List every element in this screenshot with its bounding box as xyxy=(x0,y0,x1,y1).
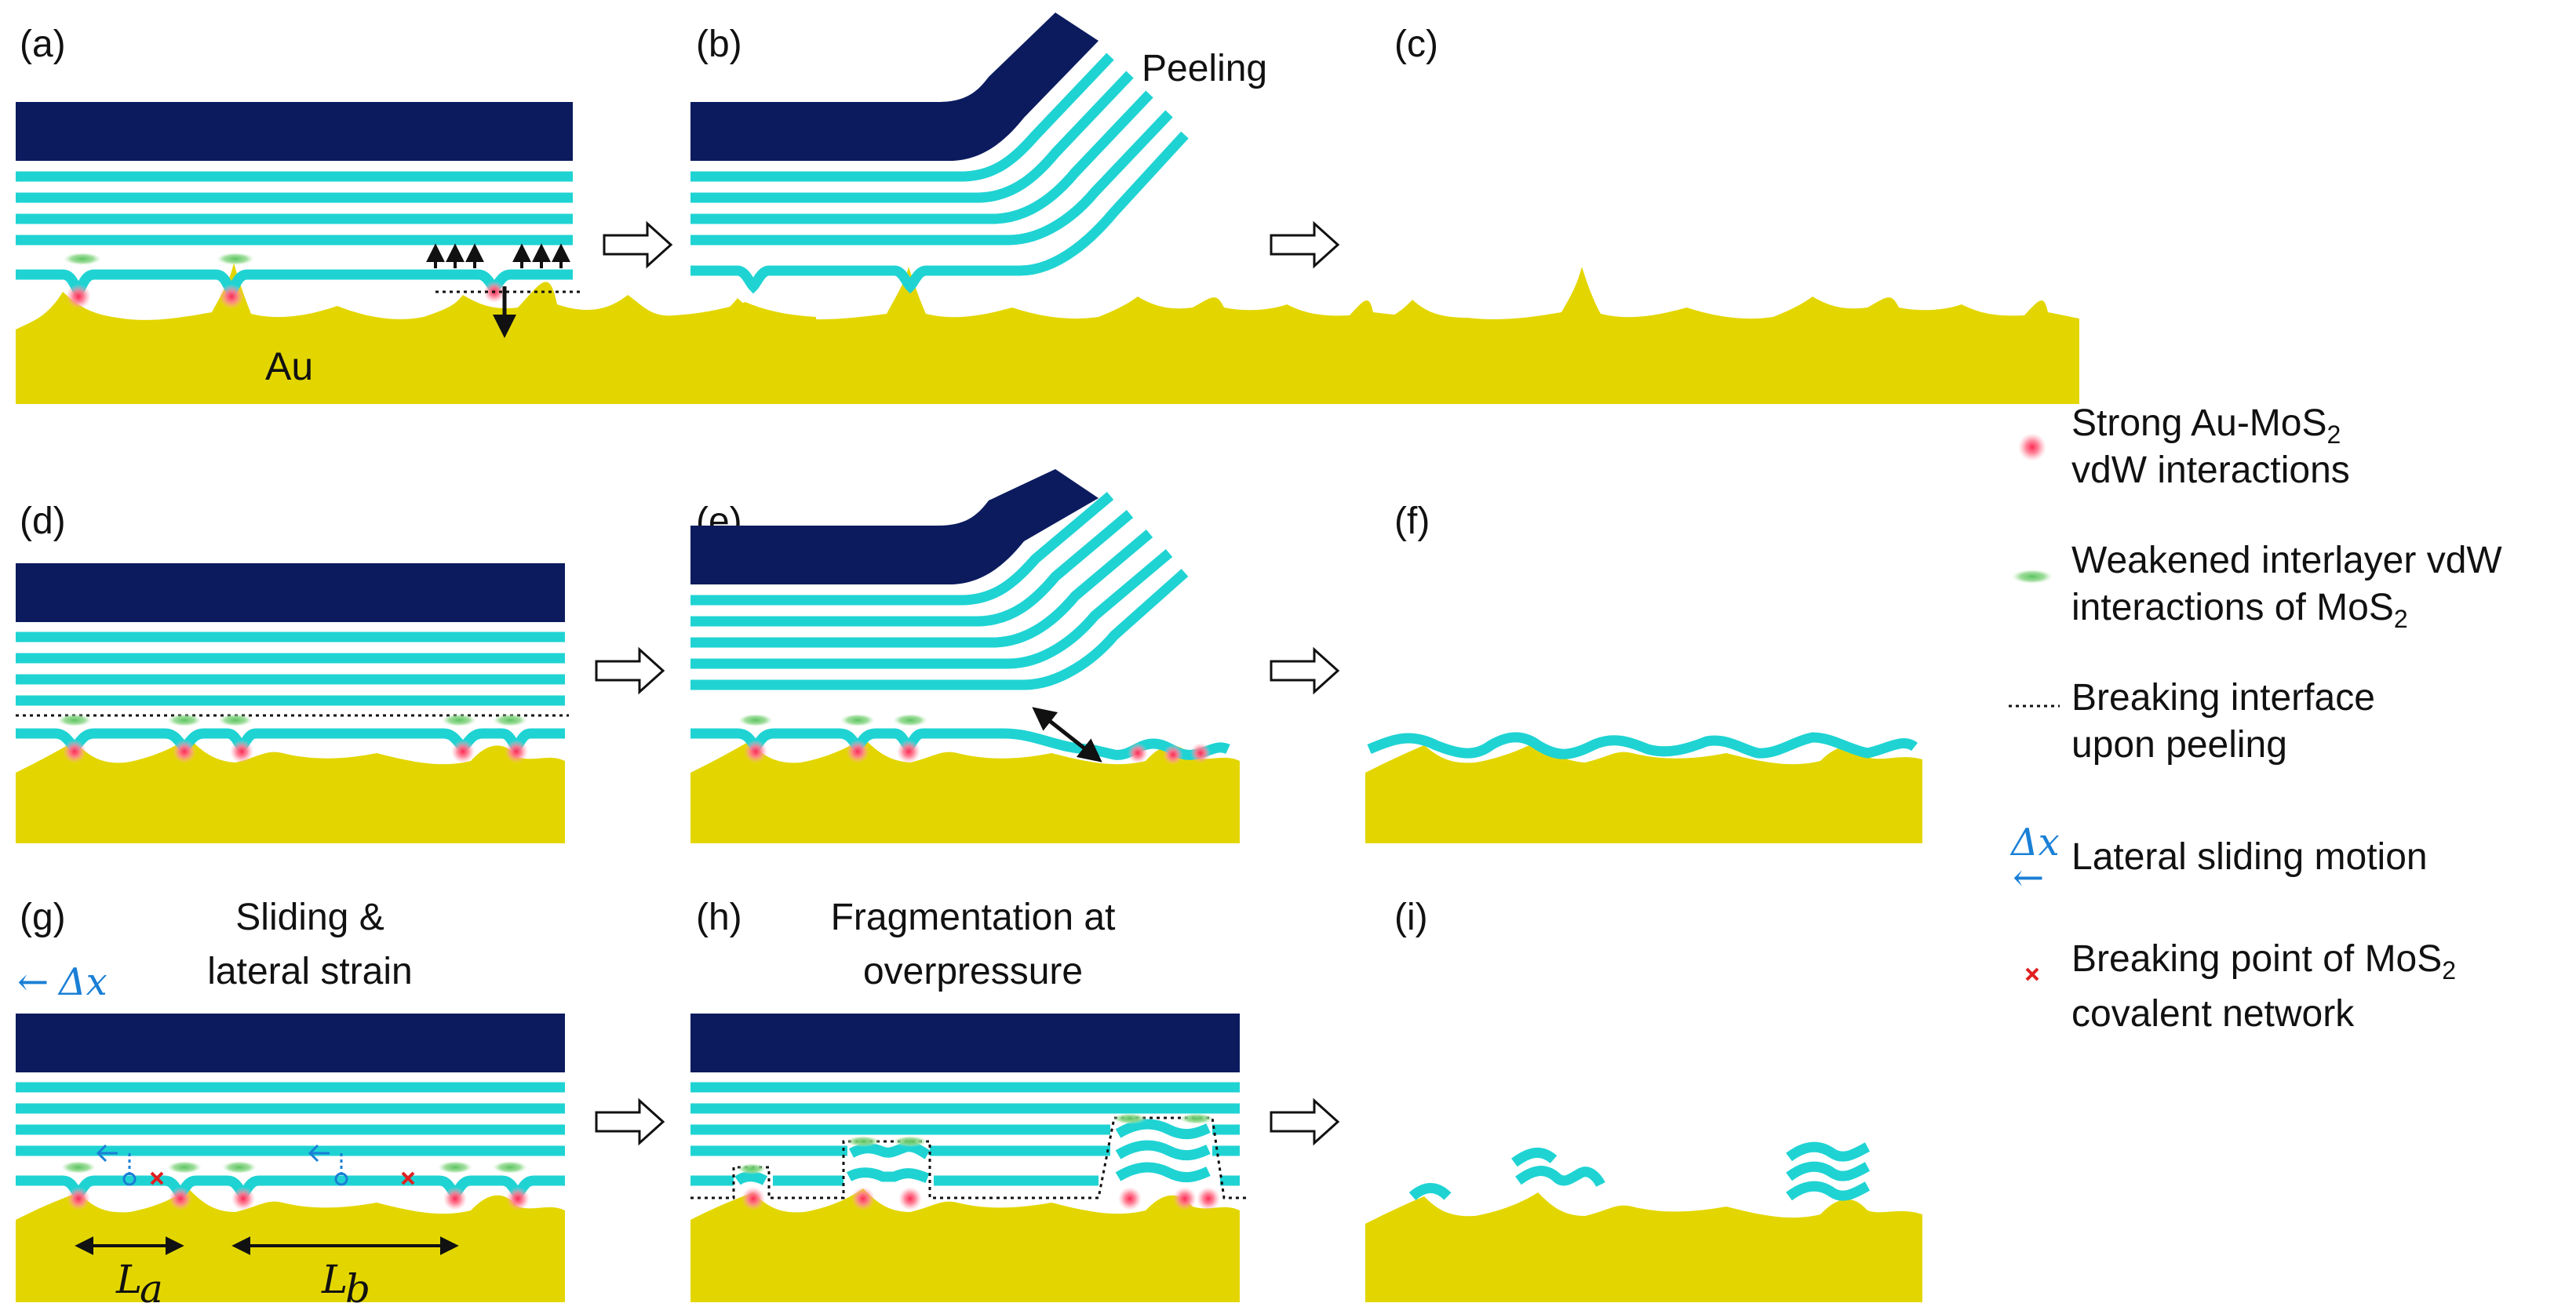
step-arrow-bc xyxy=(1270,220,1340,269)
breaking-points xyxy=(150,1171,415,1185)
svg-text:Breaking point of MoS2: Breaking point of MoS2 xyxy=(2071,938,2456,985)
substrate-block xyxy=(16,563,565,622)
svg-text:interactions of MoS2: interactions of MoS2 xyxy=(2071,587,2408,633)
strong-interaction-points xyxy=(63,740,528,763)
panel-label-c: (c) xyxy=(1394,24,1438,65)
svg-text:←: ← xyxy=(2013,856,2044,900)
svg-text:b: b xyxy=(345,1266,370,1312)
gold-label: Au xyxy=(265,344,313,388)
panel-c: (c) xyxy=(1361,24,2079,404)
substrate-block-peeled xyxy=(690,13,1099,161)
mos2-monolayer xyxy=(1367,732,1918,759)
length-label-La: L a xyxy=(115,1257,163,1312)
separation-arrow xyxy=(1032,707,1102,763)
sliding-motion-icon: Δx ← xyxy=(2009,821,2060,900)
svg-text:a: a xyxy=(140,1266,163,1312)
upward-force-arrows xyxy=(426,243,570,268)
length-label-Lb: L b xyxy=(321,1257,370,1312)
gold-substrate xyxy=(1365,1192,1922,1302)
weakened-interaction-marks xyxy=(61,1161,527,1174)
weakened-interaction-marks xyxy=(57,714,527,726)
panel-label-d: (d) xyxy=(20,500,66,542)
panel-label-g: (g) xyxy=(20,897,66,938)
svg-text:L: L xyxy=(115,1257,142,1302)
gold-substrate xyxy=(690,1188,1240,1302)
svg-text:Δx: Δx xyxy=(2009,821,2060,864)
panel-h: (h) Fragmentation at overpressure xyxy=(690,897,1248,1302)
mos2-stack-peeled xyxy=(690,53,1189,294)
svg-text:upon peeling: upon peeling xyxy=(2071,724,2287,766)
legend-item-breaking-interface: Breaking interface upon peeling xyxy=(2009,677,2375,766)
weakened-interaction-icon xyxy=(2012,570,2053,584)
gold-substrate xyxy=(16,263,816,404)
gold-substrate xyxy=(1365,741,1922,843)
panel-label-b: (b) xyxy=(696,24,742,65)
weakened-interaction-marks xyxy=(738,714,927,726)
panel-e: (e) xyxy=(690,469,1240,843)
mos2-stack xyxy=(16,632,565,754)
strong-interaction-icon xyxy=(2018,433,2046,461)
sliding-indicator: ← Δx xyxy=(17,960,107,1004)
weakened-interaction-marks xyxy=(738,1113,1214,1174)
mos2-stack xyxy=(690,1082,1240,1186)
legend-item-weakened: Weakened interlayer vdW interactions of … xyxy=(2012,540,2502,633)
svg-text:Strong Au-MoS2: Strong Au-MoS2 xyxy=(2071,402,2341,449)
breaking-point-icon xyxy=(2025,967,2039,981)
panel-title-h-line1: Fragmentation at xyxy=(831,897,1116,938)
svg-text:Δx: Δx xyxy=(57,960,107,1004)
substrate-block xyxy=(16,102,573,161)
panel-label-h: (h) xyxy=(696,897,742,938)
panel-title-g-line1: Sliding & xyxy=(235,897,384,938)
panel-label-i: (i) xyxy=(1394,897,1428,938)
mos2-stack-peeled xyxy=(690,492,1230,760)
panel-g: (g) Sliding & lateral strain ← Δx xyxy=(16,897,565,1312)
strong-interaction-points xyxy=(67,1187,530,1210)
peeling-label: Peeling xyxy=(1142,48,1267,89)
legend-item-strong: Strong Au-MoS2 vdW interactions xyxy=(2018,402,2350,491)
legend: Strong Au-MoS2 vdW interactions Weakened… xyxy=(2009,402,2502,1035)
panel-d: (d) xyxy=(16,500,569,843)
svg-text:←: ← xyxy=(17,960,49,1004)
strong-interaction-points xyxy=(744,740,1211,765)
panel-title-g-line2: lateral strain xyxy=(207,951,412,992)
mos2-stack xyxy=(16,171,573,301)
panel-b: (b) Peeling xyxy=(690,13,1444,404)
mos2-stack xyxy=(16,1082,565,1201)
svg-text:Weakened interlayer vdW: Weakened interlayer vdW xyxy=(2071,540,2502,581)
strong-interaction-points xyxy=(741,1187,1220,1210)
svg-text:L: L xyxy=(321,1257,348,1302)
panel-a: (a) Au xyxy=(16,24,816,404)
substrate-block xyxy=(16,1014,565,1072)
gold-substrate xyxy=(690,737,1240,843)
svg-text:vdW interactions: vdW interactions xyxy=(2071,450,2350,491)
svg-text:Breaking interface: Breaking interface xyxy=(2071,677,2375,719)
gold-substrate xyxy=(16,737,565,843)
step-arrow-ef xyxy=(1270,646,1340,695)
panel-f: (f) xyxy=(1365,500,1922,843)
gold-substrate xyxy=(690,267,1444,404)
gold-substrate xyxy=(1361,267,2079,404)
substrate-block-peeled xyxy=(690,469,1099,584)
mos2-fragments xyxy=(1408,1141,1871,1201)
step-arrow-ab xyxy=(603,220,673,269)
panel-i: (i) xyxy=(1365,897,1922,1302)
panel-label-a: (a) xyxy=(20,24,66,65)
step-arrow-gh xyxy=(595,1097,665,1146)
panel-title-h-line2: overpressure xyxy=(863,951,1083,992)
local-sliding-arrows xyxy=(96,1144,348,1186)
svg-text:covalent network: covalent network xyxy=(2071,993,2355,1035)
svg-text:Lateral sliding motion: Lateral sliding motion xyxy=(2071,836,2428,878)
legend-item-sliding: Δx ← Lateral sliding motion xyxy=(2009,821,2428,900)
step-arrow-de xyxy=(595,646,665,695)
legend-item-breaking-point: Breaking point of MoS2 covalent network xyxy=(2025,938,2456,1035)
strong-interaction-points xyxy=(66,281,505,309)
step-arrow-hi xyxy=(1270,1097,1340,1146)
panel-label-f: (f) xyxy=(1394,500,1430,542)
substrate-block xyxy=(690,1014,1240,1072)
weakened-interaction-marks xyxy=(64,253,254,265)
